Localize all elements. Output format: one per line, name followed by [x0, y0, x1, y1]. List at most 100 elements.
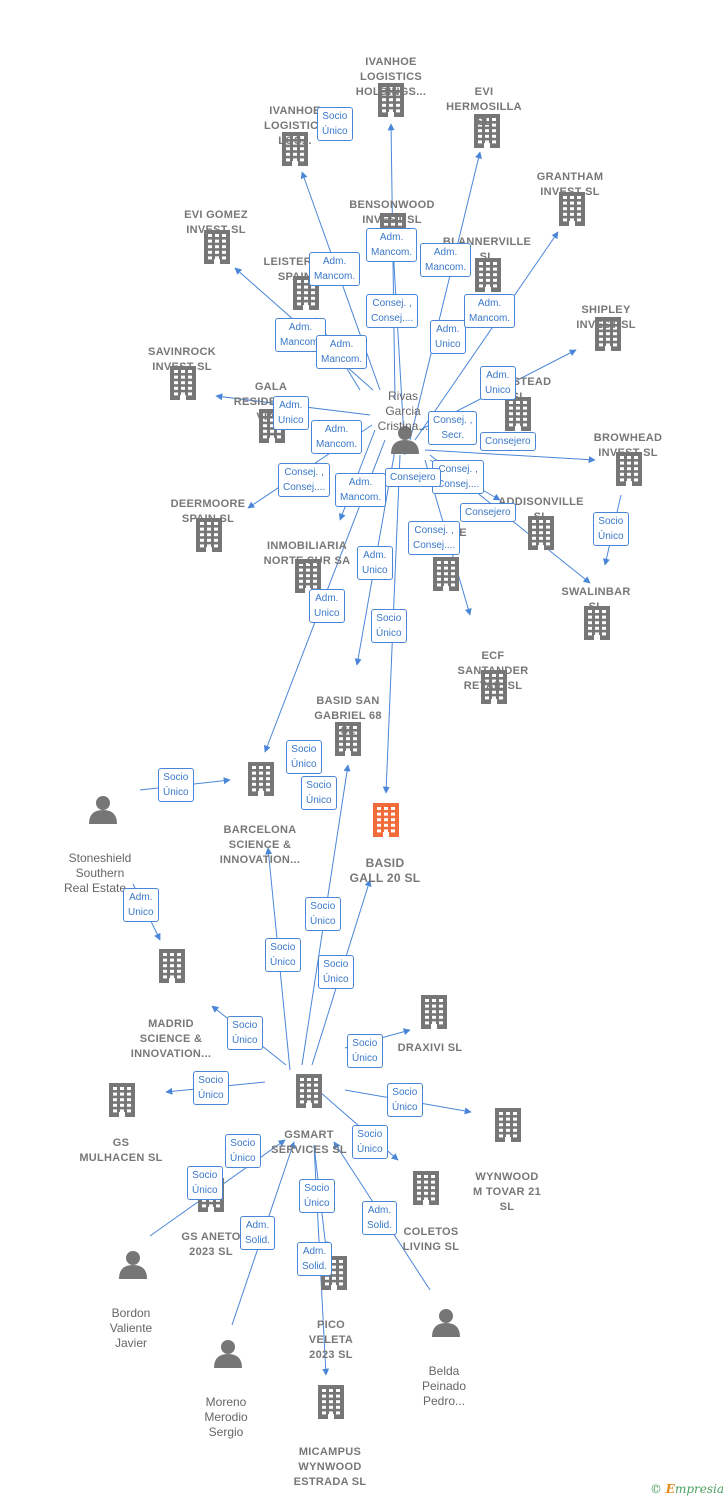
building-icon[interactable] [481, 670, 507, 704]
relation-badge[interactable]: Adm.Solid. [297, 1242, 333, 1276]
empresia-brand[interactable]: © Empresia [650, 1482, 724, 1496]
building-icon[interactable] [559, 192, 585, 226]
relation-badge[interactable]: Adm.Mancom. [420, 243, 472, 277]
relation-edge [387, 123, 396, 401]
person-icon[interactable] [119, 1251, 147, 1279]
relation-badge[interactable]: Adm.Solid. [362, 1201, 398, 1235]
building-icon[interactable] [413, 1171, 439, 1205]
relation-badge[interactable]: Adm.Mancom. [275, 318, 327, 352]
building-icon[interactable] [170, 366, 196, 400]
building-icon[interactable] [248, 762, 274, 796]
building-icon[interactable] [495, 1108, 521, 1142]
relation-badge[interactable]: Consej. ,Consej.... [278, 463, 331, 497]
building-icon[interactable] [318, 1385, 344, 1419]
building-icon[interactable] [433, 557, 459, 591]
relation-badge[interactable]: Adm.Unico [357, 546, 393, 580]
building-icon[interactable] [475, 258, 501, 292]
relation-badge[interactable]: Consejero [480, 432, 536, 451]
brand-name: mpresia [674, 1482, 724, 1496]
relation-badge[interactable]: Adm.Unico [309, 589, 345, 623]
relation-edge [414, 231, 559, 441]
building-icon[interactable] [159, 949, 185, 983]
building-icon[interactable] [335, 722, 361, 756]
relation-badge[interactable]: Consej. ,Secr. [428, 411, 478, 445]
person-icon[interactable] [391, 426, 419, 454]
relation-badge[interactable]: Consej. ,Consej.... [432, 460, 485, 494]
person-icon[interactable] [214, 1340, 242, 1368]
building-icon[interactable] [616, 452, 642, 486]
building-icon[interactable] [296, 1074, 322, 1108]
relation-badge[interactable]: Adm.Mancom. [366, 228, 418, 262]
building-icon[interactable] [584, 606, 610, 640]
relation-badge[interactable]: Adm.Mancom. [464, 294, 516, 328]
relation-badge[interactable]: Adm.Mancom. [316, 335, 368, 369]
relation-badge[interactable]: Consejero [385, 468, 441, 487]
relation-badge[interactable]: Adm.Mancom. [311, 420, 363, 454]
building-icon[interactable] [528, 516, 554, 550]
relation-badge[interactable]: Adm.Unico [480, 366, 516, 400]
building-icon[interactable] [282, 132, 308, 166]
building-icon[interactable] [595, 317, 621, 351]
person-icon[interactable] [432, 1309, 460, 1337]
building-icon[interactable] [505, 397, 531, 431]
building-icon[interactable] [295, 559, 321, 593]
relation-badge[interactable]: Consej. ,Consej.... [366, 294, 419, 328]
building-icon[interactable] [378, 83, 404, 117]
person-icon[interactable] [89, 796, 117, 824]
relation-badge[interactable]: Consej. ,Consej.... [408, 521, 461, 555]
focus-building-icon[interactable] [373, 803, 399, 837]
relation-badge[interactable]: Adm.Unico [273, 396, 309, 430]
building-icon[interactable] [196, 518, 222, 552]
relation-badge[interactable]: Adm.Solid. [240, 1216, 276, 1250]
relation-badge[interactable]: Adm.Unico [123, 888, 159, 922]
copyright-symbol: © [649, 1482, 662, 1496]
building-icon[interactable] [474, 114, 500, 148]
relation-badge[interactable]: Adm.Mancom. [335, 473, 387, 507]
relation-badge[interactable]: Adm.Mancom. [309, 252, 361, 286]
building-icon[interactable] [421, 995, 447, 1029]
relation-badge[interactable]: Adm.Unico [430, 320, 466, 354]
building-icon[interactable] [109, 1083, 135, 1117]
building-icon[interactable] [204, 230, 230, 264]
relation-badge[interactable]: Consejero [460, 503, 516, 522]
